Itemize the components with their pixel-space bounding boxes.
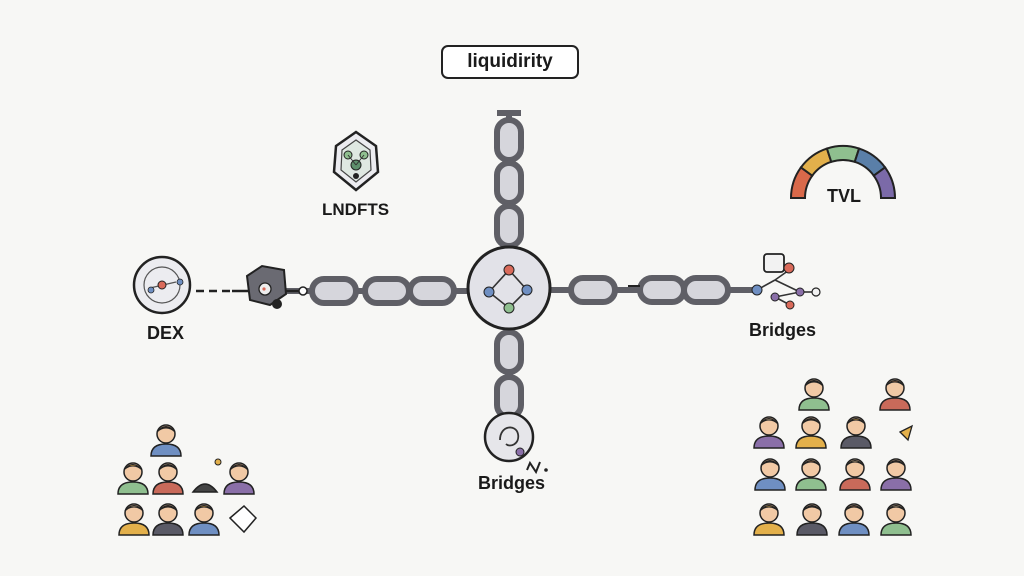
gauge-segment: [799, 147, 833, 178]
person-avatar: [118, 503, 150, 536]
chain-link: [568, 275, 618, 305]
padlock-icon: [245, 264, 288, 309]
spark-icon: [214, 458, 222, 466]
person-avatar: [223, 462, 255, 495]
chain-right: [550, 275, 760, 305]
person-avatar: [880, 458, 912, 491]
person-avatar: [840, 416, 872, 449]
people-group-right: [753, 378, 914, 536]
person-avatar: [753, 416, 785, 449]
bridges-right-label: Bridges: [749, 320, 817, 340]
person-avatar: [796, 503, 828, 536]
hub-network-icon: [466, 245, 552, 331]
helmet-icon: [191, 483, 219, 493]
gauge-segment: [872, 166, 897, 199]
flower-icon: [228, 504, 258, 534]
chain-link: [494, 329, 524, 375]
person-avatar: [795, 416, 827, 449]
shield-network-icon: [332, 130, 380, 192]
tvl-label: TVL: [827, 186, 861, 206]
chain-top: [494, 110, 524, 250]
chain-link: [362, 276, 412, 306]
bridge-network-icon: [751, 253, 821, 310]
people-group-left: [117, 424, 258, 536]
chain-link: [309, 276, 359, 306]
chain-link: [494, 117, 524, 163]
person-avatar: [152, 503, 184, 536]
bottom-glyph: [526, 460, 548, 475]
chain-link: [637, 275, 687, 305]
title-label: liquidirity: [467, 51, 553, 72]
chain-left: [286, 276, 468, 306]
person-avatar: [150, 424, 182, 457]
person-avatar: [753, 503, 785, 536]
person-avatar: [795, 458, 827, 491]
chain-link: [494, 160, 524, 206]
chain-link: [407, 276, 457, 306]
person-avatar: [798, 378, 830, 411]
person-avatar: [754, 458, 786, 491]
title-box: liquidirity: [441, 45, 579, 79]
person-avatar: [188, 503, 220, 536]
cone-icon: [898, 424, 914, 442]
chain-link: [681, 275, 731, 305]
dex-node-icon: [132, 255, 192, 315]
person-avatar: [880, 503, 912, 536]
person-avatar: [839, 458, 871, 491]
gauge-segment: [825, 145, 861, 164]
bridges-bottom-label: Bridges: [478, 473, 546, 493]
person-avatar: [152, 462, 184, 495]
dex-label: DEX: [147, 323, 185, 343]
person-avatar: [879, 378, 911, 411]
person-avatar: [117, 462, 149, 495]
bottom-node-icon: [483, 411, 535, 463]
shield-label: LΝDFTS: [322, 200, 390, 219]
tvl-gauge-icon: [789, 145, 897, 199]
chain-link: [494, 203, 524, 249]
chain-bottom: [494, 328, 524, 420]
person-avatar: [838, 503, 870, 536]
chain-link: [494, 374, 524, 420]
